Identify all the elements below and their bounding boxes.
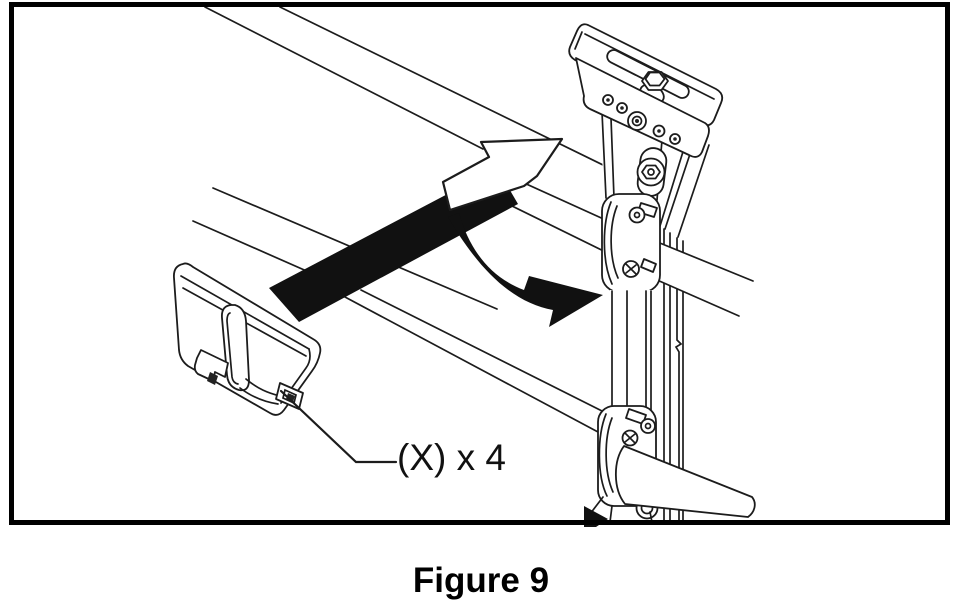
lower-crossbar-tube	[615, 445, 756, 518]
border-frame	[9, 2, 950, 525]
cap-hook-tab	[193, 349, 229, 382]
cap-clip-tongue	[221, 304, 250, 392]
insertion-arrow	[269, 137, 564, 322]
bracket-mid-arm	[610, 290, 653, 412]
part-label: (X) x 4	[397, 437, 506, 478]
pivot-bolt	[641, 164, 661, 180]
upper-tube-clamp	[601, 193, 661, 293]
clamp-screw	[628, 206, 646, 224]
rotation-arrow	[448, 213, 603, 327]
clamp-screw	[640, 418, 656, 434]
end-cap-part	[173, 262, 322, 416]
leader-line	[279, 389, 398, 464]
insertion-arrow-head	[441, 137, 564, 212]
figure-caption: Figure 9	[412, 561, 550, 600]
rivets	[602, 94, 681, 145]
top-mounting-plate	[568, 23, 724, 158]
rivet-lip	[575, 57, 710, 158]
